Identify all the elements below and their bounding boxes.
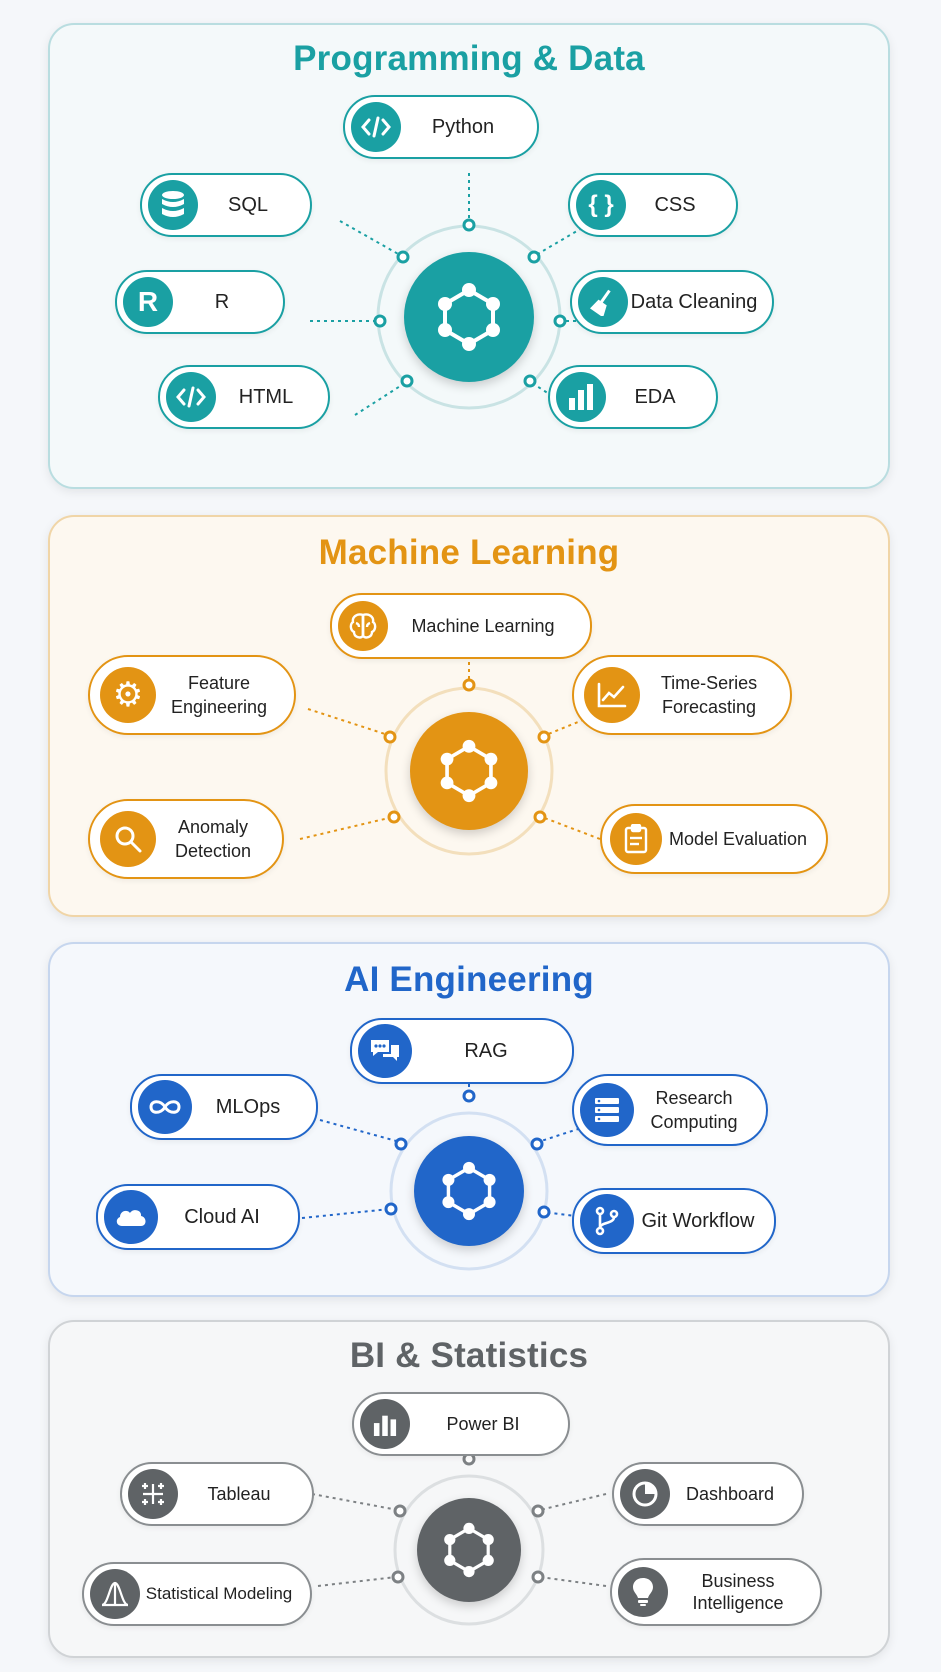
skill-label: Statistical Modeling	[145, 1584, 293, 1603]
skill-data-cleaning: Data Cleaning	[570, 270, 774, 334]
skill-python: Python	[343, 95, 539, 159]
skill-power-bi: Power BI	[352, 1392, 570, 1456]
skill-business-intelligence: Business Intelligence	[610, 1558, 822, 1626]
skill-research-computing: Research Computing	[572, 1074, 768, 1146]
hub-circle	[378, 226, 560, 408]
skill-machine-learning: Machine Learning	[330, 593, 592, 659]
git-branch-icon	[580, 1194, 634, 1248]
section-bi-statistics: BI & Statistics Power BI Tableau	[48, 1320, 890, 1658]
server-icon	[580, 1083, 634, 1137]
magnifier-icon	[100, 811, 156, 867]
skill-cloud-ai: Cloud AI	[96, 1184, 300, 1250]
hub-network-icon	[417, 1498, 521, 1602]
skill-label: Dashboard	[685, 1484, 775, 1504]
skill-statistical-modeling: Statistical Modeling	[82, 1562, 312, 1626]
line-chart-icon	[584, 667, 640, 723]
connector-lines	[311, 1452, 607, 1626]
skill-mlops: MLOps	[130, 1074, 318, 1140]
skill-label: RAG	[464, 1040, 508, 1062]
bell-curve-icon	[90, 1569, 140, 1619]
code-icon	[166, 372, 216, 422]
skill-label: SQL	[227, 194, 269, 216]
connector-lines	[301, 1084, 607, 1271]
skill-git-workflow: Git Workflow	[572, 1188, 776, 1254]
section-title: Programming & Data	[293, 39, 645, 78]
skill-label: Machine Learning	[411, 616, 555, 636]
skill-label: Data Cleaning	[630, 291, 758, 313]
chat-bubbles-icon	[358, 1024, 412, 1078]
skill-label: Cloud AI	[184, 1206, 260, 1228]
connector-lines	[299, 662, 611, 856]
skill-label: Model Evaluation	[668, 829, 808, 849]
skill-label: EDA	[634, 386, 676, 408]
skill-label: HTML	[238, 386, 294, 408]
skill-label: CSS	[654, 194, 696, 216]
skill-css: { } CSS	[568, 173, 738, 237]
skill-time-series-forecasting: Time-Series Forecasting	[572, 655, 792, 735]
hub-network-icon	[410, 712, 528, 830]
broom-icon	[578, 277, 628, 327]
skill-label: Anomaly Detection	[174, 817, 252, 861]
cloud-icon	[104, 1190, 158, 1244]
clipboard-icon	[610, 813, 662, 865]
bar-chart-icon	[556, 372, 606, 422]
skill-r: R R	[115, 270, 285, 334]
skill-label: MLOps	[215, 1096, 281, 1118]
skill-label: Tableau	[207, 1484, 271, 1504]
skill-rag: RAG	[350, 1018, 574, 1084]
section-title: Machine Learning	[318, 533, 620, 572]
section-programming-data: Programming & Data Python SQL	[48, 23, 890, 489]
skill-label: Business Intelligence	[692, 1571, 784, 1613]
skill-feature-engineering: ⚙ Feature Engineering	[88, 655, 296, 735]
skill-sql: SQL	[140, 173, 312, 237]
hub-circle	[391, 1113, 547, 1269]
skill-label: R	[214, 291, 230, 313]
hub-network-icon	[404, 252, 534, 382]
skill-label: Research Computing	[650, 1088, 738, 1132]
section-ai-engineering: AI Engineering RAG MLOps	[48, 942, 890, 1297]
braces-icon: { }	[576, 180, 626, 230]
skill-label: Python	[431, 116, 495, 138]
pie-chart-icon	[620, 1469, 670, 1519]
section-title: BI & Statistics	[349, 1336, 589, 1375]
skill-eda: EDA	[548, 365, 718, 429]
tableau-cross-icon	[128, 1469, 178, 1519]
skill-label: Git Workflow	[641, 1210, 755, 1232]
connector-lines	[310, 173, 625, 416]
skill-anomaly-detection: Anomaly Detection	[88, 799, 284, 879]
skill-html: HTML	[158, 365, 330, 429]
hub-circle	[395, 1476, 543, 1624]
section-title: AI Engineering	[344, 960, 594, 999]
skill-label: Feature Engineering	[170, 673, 268, 717]
infinity-icon	[138, 1080, 192, 1134]
hub-circle	[386, 688, 552, 854]
skill-label: Time-Series Forecasting	[660, 673, 758, 717]
database-icon	[148, 180, 198, 230]
brain-icon	[338, 601, 388, 651]
r-letter-icon: R	[123, 277, 173, 327]
skill-model-evaluation: Model Evaluation	[600, 804, 828, 874]
lightbulb-icon	[618, 1567, 668, 1617]
gear-icon: ⚙	[100, 667, 156, 723]
skill-dashboard: Dashboard	[612, 1462, 804, 1526]
skill-label: Power BI	[446, 1414, 520, 1434]
code-icon	[351, 102, 401, 152]
section-machine-learning: Machine Learning Machine Learning ⚙ Feat…	[48, 515, 890, 917]
hub-network-icon	[414, 1136, 524, 1246]
bar-chart-icon	[360, 1399, 410, 1449]
skill-tableau: Tableau	[120, 1462, 314, 1526]
